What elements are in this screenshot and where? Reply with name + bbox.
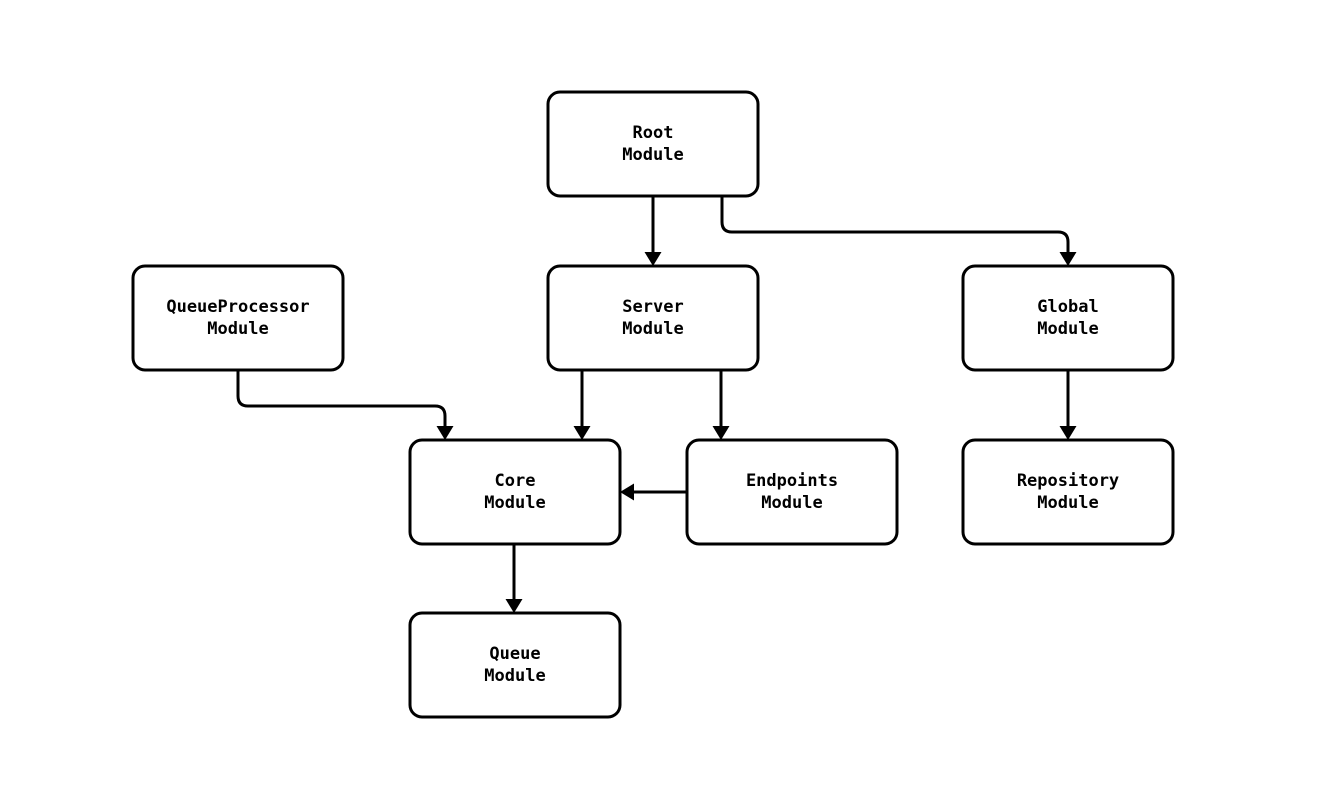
- edge-endpoints-to-core: [620, 483, 687, 501]
- arrow-head-icon: [505, 599, 523, 613]
- edge-line: [720, 196, 1070, 252]
- node-sublabel-repository: Module: [1037, 493, 1098, 513]
- node-box-queueprocessor[interactable]: [131, 264, 345, 372]
- edge-server-to-endpoints: [712, 370, 730, 440]
- node-box-root[interactable]: [546, 90, 760, 198]
- node-label-repository: Repository: [1017, 471, 1119, 491]
- edges-layer: [236, 196, 1077, 613]
- node-label-endpoints: Endpoints: [746, 471, 838, 491]
- arrow-head-icon: [1059, 426, 1077, 440]
- arrow-head-icon: [644, 252, 662, 266]
- edge-global-to-repository: [1059, 370, 1077, 440]
- edge-root-to-global: [720, 196, 1077, 266]
- node-label-queue: Queue: [489, 644, 540, 664]
- node-box-endpoints[interactable]: [685, 438, 899, 546]
- arrow-head-icon: [712, 426, 730, 440]
- node-sublabel-endpoints: Module: [761, 493, 822, 513]
- node-sublabel-core: Module: [484, 493, 545, 513]
- arrow-head-icon: [620, 483, 634, 501]
- node-label-core: Core: [495, 471, 536, 491]
- node-sublabel-queue: Module: [484, 666, 545, 686]
- edge-root-to-server: [644, 196, 662, 266]
- node-sublabel-queueprocessor: Module: [207, 319, 268, 339]
- arrow-head-icon: [436, 426, 454, 440]
- node-box-repository[interactable]: [961, 438, 1175, 546]
- edge-queueprocessor-to-core: [236, 370, 454, 440]
- arrow-head-icon: [1059, 252, 1077, 266]
- node-label-global: Global: [1037, 297, 1098, 317]
- edge-server-to-core: [573, 370, 591, 440]
- node-sublabel-root: Module: [622, 145, 683, 165]
- node-box-global[interactable]: [961, 264, 1175, 372]
- node-label-server: Server: [622, 297, 683, 317]
- node-box-server[interactable]: [546, 264, 760, 372]
- node-label-queueprocessor: QueueProcessor: [166, 297, 309, 317]
- edge-line: [236, 370, 447, 426]
- node-box-queue[interactable]: [408, 611, 622, 719]
- node-sublabel-server: Module: [622, 319, 683, 339]
- edge-core-to-queue: [505, 544, 523, 613]
- node-sublabel-global: Module: [1037, 319, 1098, 339]
- node-box-core[interactable]: [408, 438, 622, 546]
- arrow-head-icon: [573, 426, 591, 440]
- node-label-root: Root: [633, 123, 674, 143]
- nodes-layer: RootModuleQueueProcessorModuleServerModu…: [131, 90, 1175, 719]
